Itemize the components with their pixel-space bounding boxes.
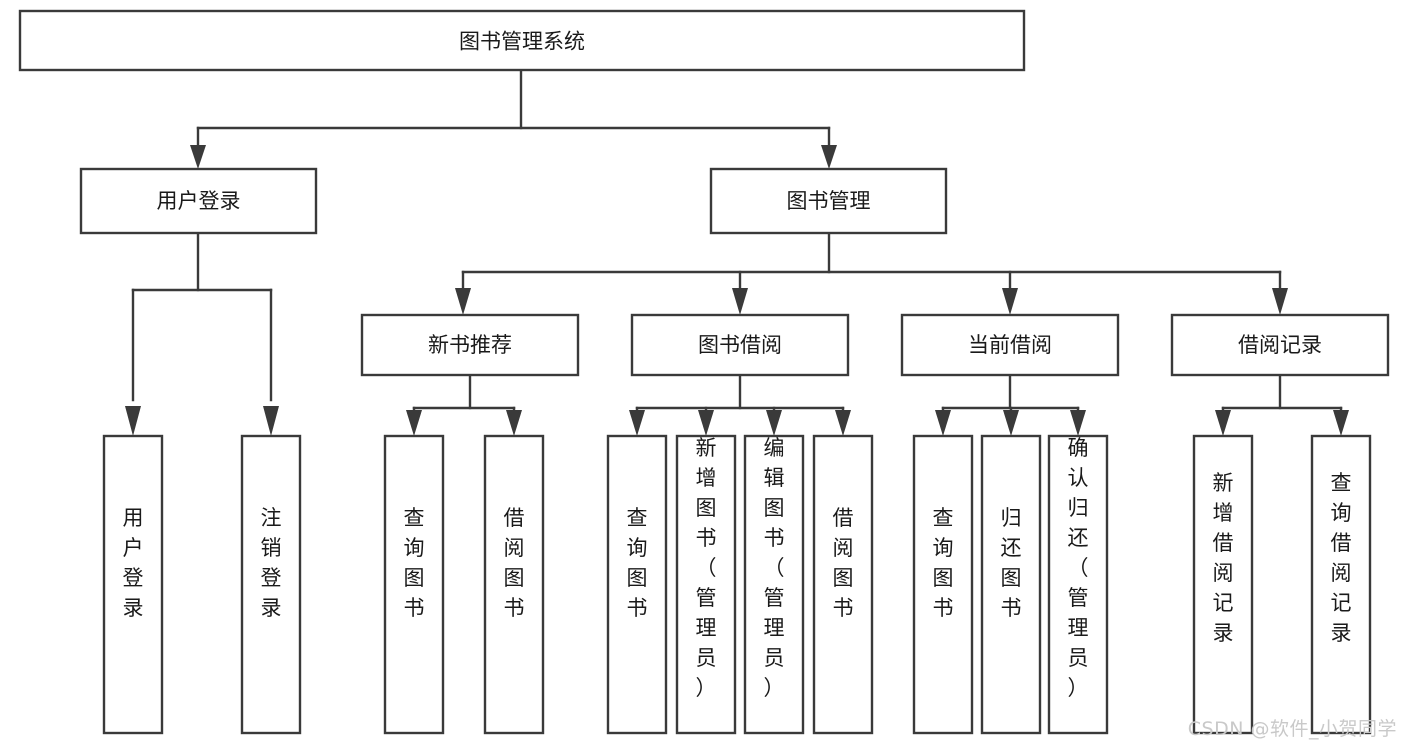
node-leaf-cur-query-label: 查询图书	[933, 506, 954, 620]
node-leaf-rec-borrow-label: 借阅图书	[504, 506, 525, 620]
arrow-leaf-user-logout-icon	[263, 406, 279, 436]
node-user-login-label: 用户登录	[157, 189, 241, 213]
node-leaf-borrow-edit-box[interactable]	[743, 434, 805, 735]
node-book-manage[interactable]: 图书管理	[709, 167, 948, 235]
node-leaf-cur-confirm-box[interactable]	[1047, 434, 1109, 735]
node-leaf-rec-borrow[interactable]: 借阅图书	[483, 434, 545, 735]
arrow-leaf-cur-return-icon	[1003, 410, 1019, 436]
node-leaf-borrow-query-label: 查询图书	[627, 506, 648, 620]
node-leaf-rec-search-box[interactable]	[1310, 434, 1372, 735]
node-leaf-rec-query-box[interactable]	[383, 434, 445, 735]
node-root[interactable]: 图书管理系统	[18, 9, 1026, 72]
node-leaf-rec-query-label: 查询图书	[404, 506, 425, 620]
node-leaf-borrow-query-box[interactable]	[606, 434, 668, 735]
node-leaf-rec-add-label: 新增借阅记录	[1213, 471, 1234, 645]
arrow-to-borrow-record-icon	[1272, 288, 1288, 315]
node-leaf-user-login-label: 用户登录	[123, 506, 144, 620]
node-current-borrow-box[interactable]	[900, 313, 1120, 377]
node-leaf-user-logout-label: 注销登录	[261, 506, 282, 620]
node-root-box[interactable]	[18, 9, 1026, 72]
arrow-to-book-borrow-icon	[732, 288, 748, 315]
node-borrow-record-label: 借阅记录	[1238, 333, 1322, 357]
node-new-book-rec[interactable]: 新书推荐	[360, 313, 580, 377]
node-leaf-rec-query[interactable]: 查询图书	[383, 434, 445, 735]
node-book-borrow-box[interactable]	[630, 313, 850, 377]
arrow-to-user-login-icon	[190, 145, 206, 169]
node-leaf-rec-search[interactable]: 查询借阅记录	[1310, 434, 1372, 735]
node-leaf-user-login[interactable]: 用户登录	[102, 434, 164, 735]
node-user-login[interactable]: 用户登录	[79, 167, 318, 235]
arrow-leaf-borrow-borrow-icon	[835, 410, 851, 436]
node-leaf-cur-query[interactable]: 查询图书	[912, 434, 974, 735]
arrow-leaf-rec-add-icon	[1215, 410, 1231, 436]
node-leaf-user-logout[interactable]: 注销登录	[240, 434, 302, 735]
arrow-leaf-user-login-icon	[125, 406, 141, 436]
node-book-borrow-label: 图书借阅	[698, 333, 782, 357]
node-leaf-user-login-box[interactable]	[102, 434, 164, 735]
node-leaf-rec-search-label: 查询借阅记录	[1331, 471, 1352, 645]
node-leaf-rec-add-box[interactable]	[1192, 434, 1254, 735]
node-root-label: 图书管理系统	[459, 30, 585, 54]
arrow-leaf-cur-query-icon	[935, 410, 951, 436]
node-leaf-borrow-borrow-label: 借阅图书	[833, 506, 854, 620]
node-leaf-borrow-add-box[interactable]	[675, 434, 737, 735]
node-leaf-cur-return[interactable]: 归还图书	[980, 434, 1042, 735]
node-leaf-cur-query-box[interactable]	[912, 434, 974, 735]
node-book-manage-box[interactable]	[709, 167, 948, 235]
node-current-borrow[interactable]: 当前借阅	[900, 313, 1120, 377]
node-borrow-record[interactable]: 借阅记录	[1170, 313, 1390, 377]
node-leaf-cur-confirm[interactable]: 确认归还（管理员）	[1047, 434, 1109, 735]
node-user-login-box[interactable]	[79, 167, 318, 235]
arrow-leaf-borrow-add-icon	[698, 410, 714, 436]
node-leaf-borrow-add[interactable]: 新增图书（管理员）	[675, 434, 737, 735]
node-new-book-rec-label: 新书推荐	[428, 333, 512, 357]
node-leaf-cur-return-box[interactable]	[980, 434, 1042, 735]
node-leaf-user-logout-box[interactable]	[240, 434, 302, 735]
node-new-book-rec-box[interactable]	[360, 313, 580, 377]
node-current-borrow-label: 当前借阅	[968, 333, 1052, 357]
node-leaf-cur-return-label: 归还图书	[1001, 506, 1022, 620]
node-leaf-borrow-borrow[interactable]: 借阅图书	[812, 434, 874, 735]
node-leaf-borrow-add-label: 新增图书（管理员）	[696, 436, 717, 700]
connector-layer	[125, 68, 1349, 436]
arrow-leaf-rec-borrow-icon	[506, 410, 522, 436]
arrow-leaf-rec-query-icon	[406, 410, 422, 436]
arrow-leaf-rec-search-icon	[1333, 410, 1349, 436]
arrow-leaf-borrow-edit-icon	[766, 410, 782, 436]
node-leaf-borrow-edit[interactable]: 编辑图书（管理员）	[743, 434, 805, 735]
node-leaf-cur-confirm-label: 确认归还（管理员）	[1068, 436, 1089, 700]
node-leaf-borrow-edit-label: 编辑图书（管理员）	[764, 436, 785, 700]
arrow-to-new-book-rec-icon	[455, 288, 471, 315]
node-book-borrow[interactable]: 图书借阅	[630, 313, 850, 377]
node-book-manage-label: 图书管理	[787, 189, 871, 213]
node-leaf-borrow-borrow-box[interactable]	[812, 434, 874, 735]
arrow-leaf-cur-confirm-icon	[1070, 410, 1086, 436]
node-leaf-rec-borrow-box[interactable]	[483, 434, 545, 735]
arrow-to-current-borrow-icon	[1002, 288, 1018, 315]
csdn-watermark: CSDN @软件_小贺同学	[1187, 718, 1397, 740]
arrow-to-book-manage-icon	[821, 145, 837, 169]
node-leaf-borrow-query[interactable]: 查询图书	[606, 434, 668, 735]
arrow-leaf-borrow-query-icon	[629, 410, 645, 436]
node-borrow-record-box[interactable]	[1170, 313, 1390, 377]
node-leaf-rec-add[interactable]: 新增借阅记录	[1192, 434, 1254, 735]
